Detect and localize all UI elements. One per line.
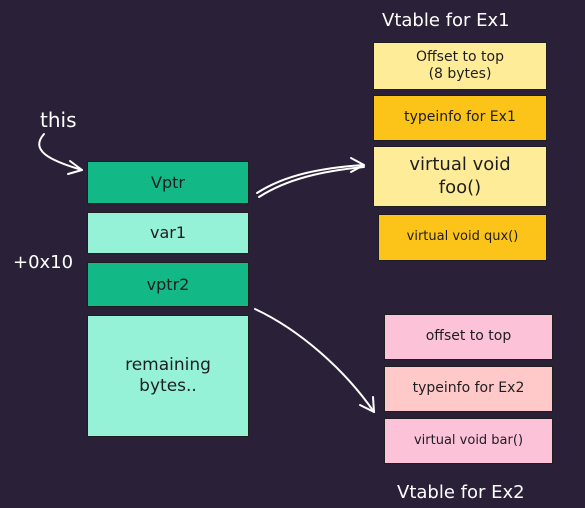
ex2-offset-label: offset to top [425,328,512,345]
vptr-label: Vptr [151,172,185,192]
ex1-qux-label: virtual void qux() [406,229,519,245]
vptr2-to-vtable2-arrow [254,308,375,413]
ex1-offset-line2: (8 bytes) [428,66,492,82]
ex2-offset-to-top: offset to top [384,314,553,360]
offset-label: +0x10 [13,252,74,273]
ex1-foo-line2: foo() [438,176,482,198]
remaining-label-line1: remaining [125,354,211,375]
ex2-typeinfo-label: typeinfo for Ex2 [412,380,525,397]
this-arrowhead [67,160,83,175]
var1-label: var1 [149,223,187,242]
ex1-qux-entry: virtual void qux() [378,214,547,261]
ex1-typeinfo-label: typeinfo for Ex1 [404,109,516,126]
ex1-typeinfo: typeinfo for Ex1 [373,95,547,141]
vptr-arrowhead [350,157,365,173]
ex1-offset-to-top: Offset to top (8 bytes) [373,42,547,90]
ex1-offset-line1: Offset to top [416,48,504,65]
ex1-foo-line1: virtual void [409,154,511,175]
ex2-bar-entry: virtual void bar() [384,418,553,464]
ex2-bar-label: virtual void bar() [413,432,524,448]
vtable-ex2-title: Vtable for Ex2 [397,482,525,503]
ex1-foo-entry: virtual void foo() [373,146,547,207]
remaining-bytes-box: remaining bytes.. [87,315,249,437]
vptr2-label: vptr2 [146,274,190,294]
vptr-to-vtable1-arrow [256,164,365,194]
vptr-box: Vptr [87,161,249,204]
vtable-ex1-title: Vtable for Ex1 [382,10,510,31]
var1-box: var1 [87,212,249,254]
ex2-typeinfo: typeinfo for Ex2 [384,366,553,412]
remaining-label-line2: bytes.. [139,376,197,396]
this-label: this [40,108,77,132]
vptr2-box: vptr2 [87,262,249,307]
this-arrow [38,133,83,171]
vptr2-arrowhead [359,396,375,413]
